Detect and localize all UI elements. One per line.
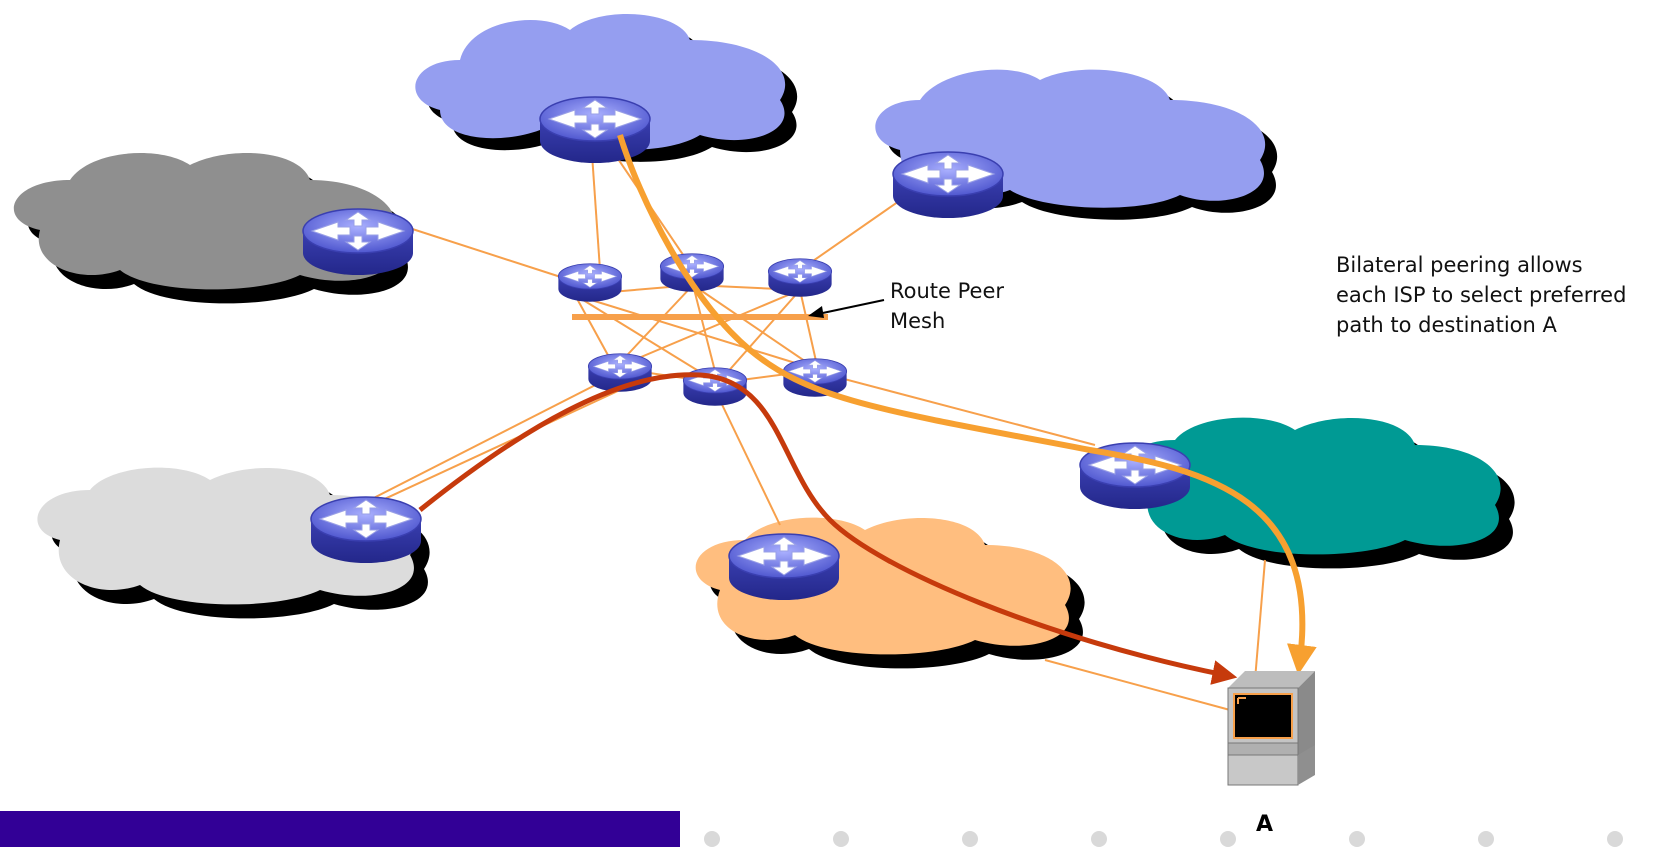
- cloud-icon-left: [13, 153, 410, 304]
- router-icon-left: [302, 208, 414, 276]
- footer-dot: [1607, 831, 1623, 847]
- note-line3: path to destination A: [1336, 313, 1557, 337]
- mesh-pointer-line: [817, 299, 885, 315]
- router-icon-bottomleft: [310, 496, 422, 564]
- router-icon-mesh-3: [767, 258, 833, 298]
- route-peer-mesh-label: Route Peer Mesh: [890, 276, 1004, 336]
- preferred-path-orange: [617, 134, 1317, 675]
- footer-bar: [0, 811, 680, 847]
- footer-dot: [1220, 831, 1236, 847]
- router-icon-mesh-1: [557, 263, 623, 303]
- mesh-label-line2: Mesh: [890, 309, 946, 333]
- footer-dot: [962, 831, 978, 847]
- cloud-icon-top: [415, 13, 798, 162]
- note-line1: Bilateral peering allows: [1336, 253, 1583, 277]
- preferred-path-red: [418, 372, 1238, 685]
- destination-label: A: [1256, 812, 1274, 837]
- footer-dot: [704, 831, 720, 847]
- arrow-icon: [808, 306, 824, 318]
- mesh-label-line1: Route Peer: [890, 279, 1005, 303]
- router-icon-peach: [728, 533, 840, 601]
- bilateral-peering-note: Bilateral peering allows each ISP to sel…: [1336, 250, 1666, 340]
- footer-dot: [1478, 831, 1494, 847]
- router-icon-top: [539, 96, 651, 164]
- footer-dot: [1091, 831, 1107, 847]
- footer-dot: [833, 831, 849, 847]
- router-icon-topright: [892, 151, 1004, 219]
- cloud-icon-teal: [1125, 417, 1515, 569]
- footer-dot: [1349, 831, 1365, 847]
- note-line2: each ISP to select preferred: [1336, 283, 1627, 307]
- computer-icon: [1227, 671, 1315, 786]
